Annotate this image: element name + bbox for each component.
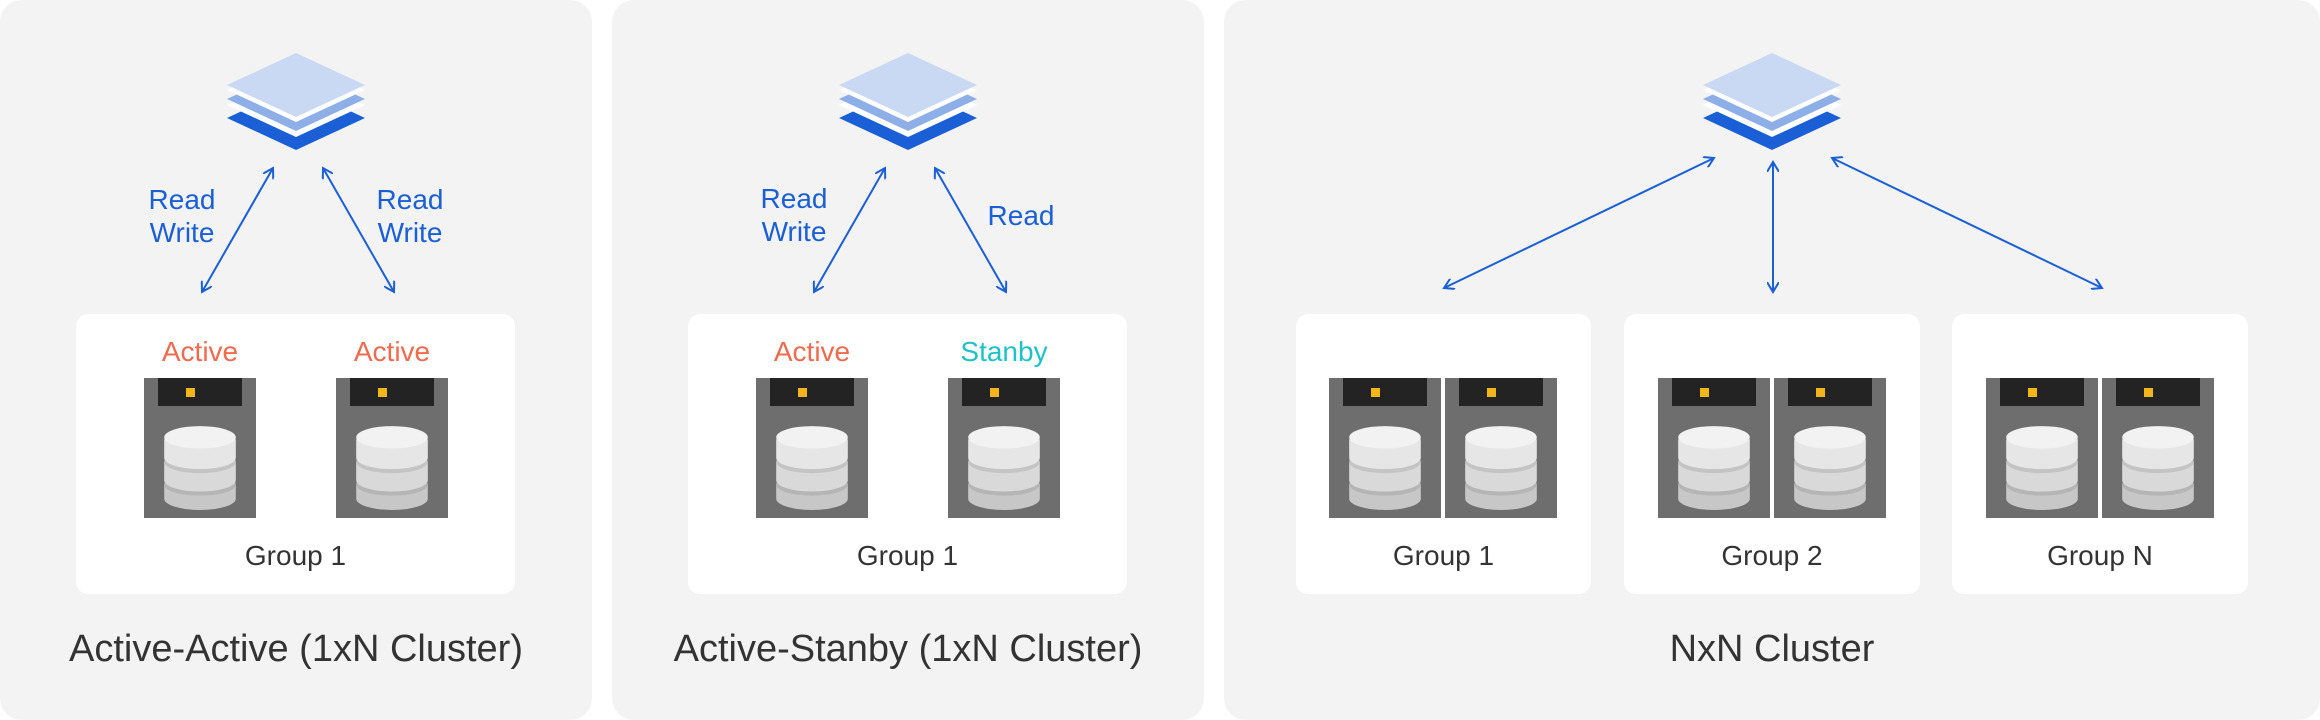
group-name: Group 1: [244, 540, 347, 571]
server-icon: [1774, 378, 1886, 518]
group-name: Group N: [2047, 540, 2153, 571]
double-arrow-icon: [1444, 158, 1714, 288]
status-led-icon: [1700, 388, 1709, 397]
database-cylinder-icon: [968, 426, 1040, 510]
active-standby-panel: Read Write Read Active Stanby Group 1 Ac…: [612, 0, 1204, 720]
database-cylinder-icon: [776, 426, 848, 510]
status-led-icon: [1816, 388, 1825, 397]
server-icon: [1445, 378, 1557, 518]
group-box: Group N: [1952, 314, 2248, 594]
group-box: Group 2: [1624, 314, 1920, 594]
status-led-icon: [2144, 388, 2153, 397]
read-write-arrows: [612, 0, 1204, 320]
database-cylinder-icon: [164, 426, 236, 510]
double-arrow-icon: [935, 168, 1006, 292]
status-label-active: Active: [773, 336, 851, 367]
status-label-active: Active: [161, 336, 239, 367]
server-icon: [756, 378, 868, 518]
double-arrow-icon: [323, 168, 394, 292]
status-led-icon: [1371, 388, 1380, 397]
server-icon: [1329, 378, 1441, 518]
right-access-label: Read Write: [376, 184, 444, 248]
server-icon: [144, 378, 256, 518]
group-box: Group 1: [1296, 314, 1591, 594]
left-access-label: Read Write: [148, 184, 216, 248]
status-led-icon: [798, 388, 807, 397]
database-cylinder-icon: [1794, 426, 1866, 510]
status-led-icon: [378, 388, 387, 397]
nxn-cluster-panel: Group 1 Group 2 Group N NxN Cluster: [1224, 0, 2320, 720]
database-cylinder-icon: [1465, 426, 1537, 510]
active-active-panel: Read Write Read Write Active Active Grou…: [0, 0, 592, 720]
server-icon: [948, 378, 1060, 518]
database-cylinder-icon: [1349, 426, 1421, 510]
group-box: Active Stanby Group 1: [688, 314, 1127, 594]
double-arrow-icon: [202, 168, 273, 292]
server-icon: [336, 378, 448, 518]
database-cylinder-icon: [2122, 426, 2194, 510]
cluster-title: Active-Stanby (1xN Cluster): [673, 628, 1143, 670]
read-write-arrows: [0, 0, 592, 320]
server-icon: [1986, 378, 2098, 518]
cluster-title: Active-Active (1xN Cluster): [69, 628, 523, 670]
double-arrow-icon: [1832, 158, 2102, 288]
right-access-label: Read: [987, 200, 1055, 231]
status-led-icon: [2028, 388, 2037, 397]
database-cylinder-icon: [1678, 426, 1750, 510]
server-icon: [2102, 378, 2214, 518]
group-name: Group 1: [856, 540, 959, 571]
server-icon: [1658, 378, 1770, 518]
status-led-icon: [186, 388, 195, 397]
database-cylinder-icon: [356, 426, 428, 510]
status-label-active: Active: [353, 336, 431, 367]
group-name: Group 1: [1392, 540, 1495, 571]
database-cylinder-icon: [2006, 426, 2078, 510]
status-label-standby: Stanby: [960, 336, 1048, 367]
left-access-label: Read Write: [760, 183, 828, 247]
status-led-icon: [990, 388, 999, 397]
status-led-icon: [1487, 388, 1496, 397]
cluster-arrows: [1224, 0, 2320, 320]
group-box: Active Active Group 1: [76, 314, 515, 594]
double-arrow-icon: [814, 168, 885, 292]
cluster-title: NxN Cluster: [1669, 628, 1875, 670]
group-name: Group 2: [1721, 540, 1823, 571]
